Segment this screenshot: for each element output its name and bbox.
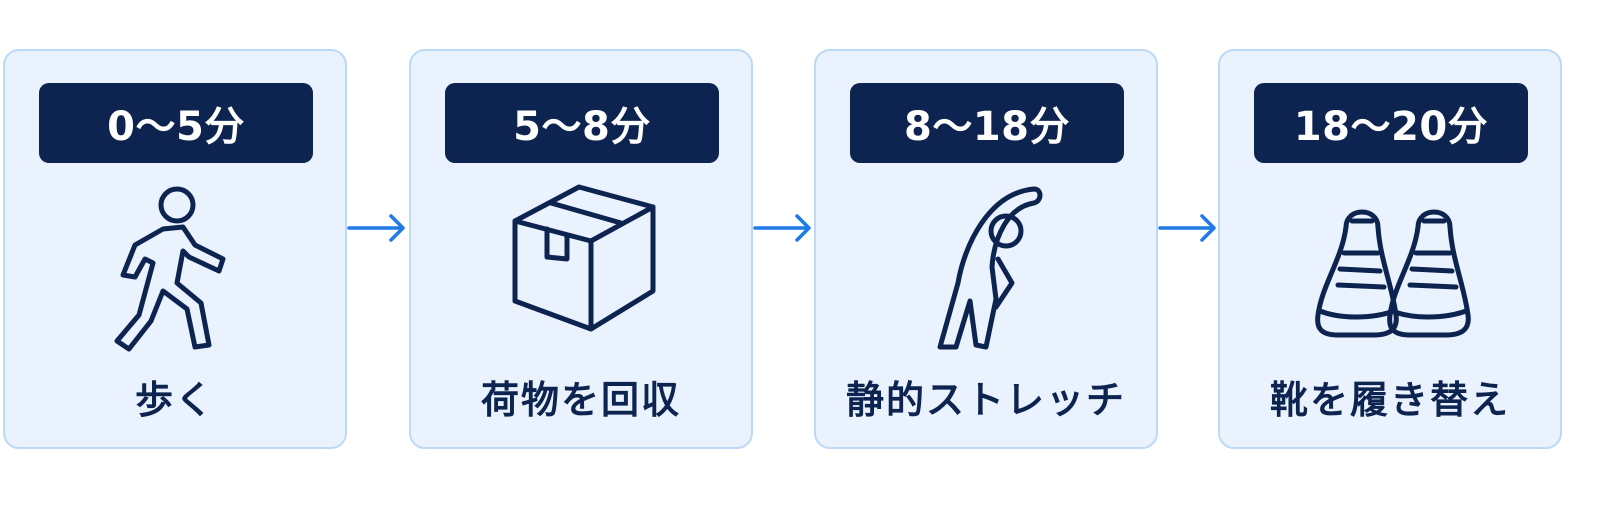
step-card-1: 0～5分 歩く xyxy=(3,49,347,449)
stretching-person-icon xyxy=(937,186,1043,350)
sneakers-icon xyxy=(1315,209,1471,338)
walking-person-icon xyxy=(114,186,226,352)
arrow-right-icon xyxy=(753,214,811,242)
arrow-right-icon xyxy=(1158,214,1216,242)
step-label: 靴を履き替え xyxy=(1269,378,1510,422)
package-box-icon xyxy=(512,184,656,332)
time-badge: 0～5分 xyxy=(39,83,313,163)
time-badge: 18～20分 xyxy=(1254,83,1528,163)
arrow-right-icon xyxy=(347,214,405,242)
step-card-4: 18～20分 靴を履き替え xyxy=(1218,49,1562,449)
step-label: 荷物を回収 xyxy=(480,378,681,422)
step-label: 歩く xyxy=(134,378,215,422)
time-badge: 5～8分 xyxy=(445,83,719,163)
step-card-3: 8～18分 静的ストレッチ xyxy=(814,49,1158,449)
step-label: 静的ストレッチ xyxy=(845,378,1126,422)
time-badge: 8～18分 xyxy=(850,83,1124,163)
step-card-2: 5～8分 荷物を回収 xyxy=(409,49,753,449)
